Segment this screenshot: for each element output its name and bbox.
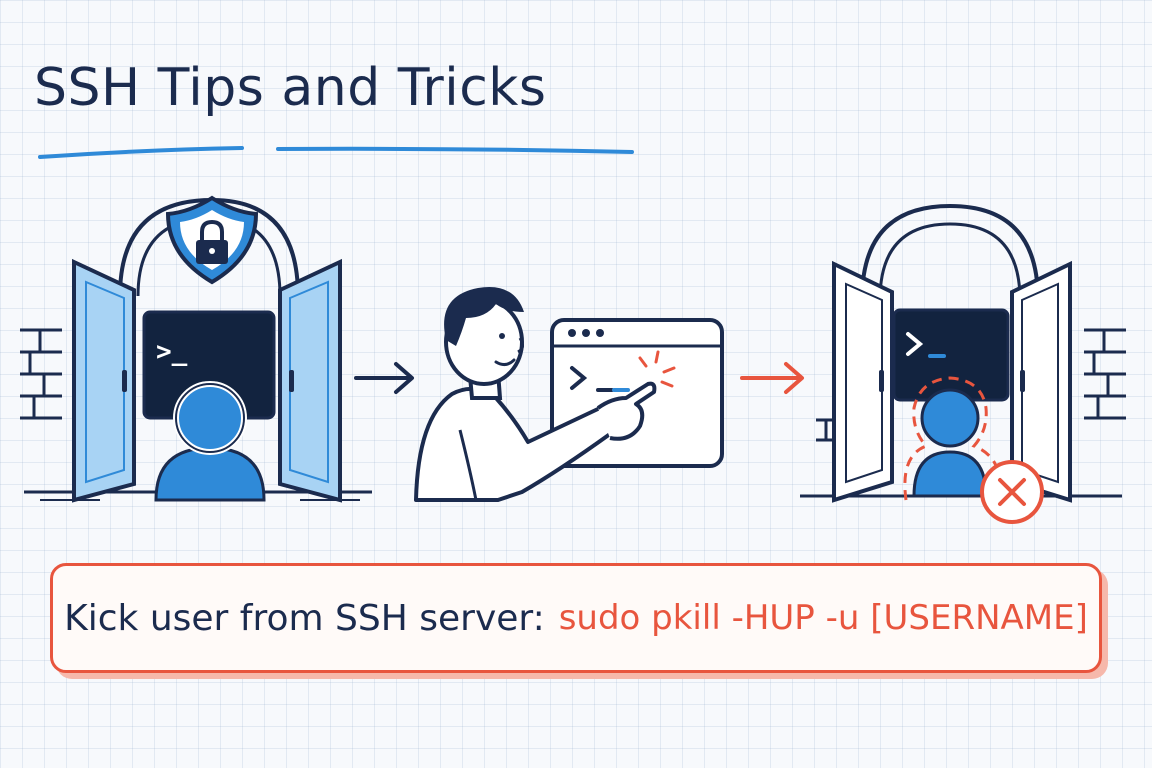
brick-wall-left [20,328,62,420]
page-title: SSH Tips and Tricks [34,58,547,118]
right-door-panel [278,258,342,503]
arrow-right-icon [354,362,414,394]
terminal-icon [892,308,1010,402]
terminal-prompt: >_ [156,337,188,367]
brick-wall-right [816,328,1126,442]
tip-label: Kick user from SSH server: [64,597,545,639]
close-icon [980,460,1044,524]
arrow-right-icon [740,362,804,394]
kicked-user-door [800,203,1126,524]
user-icon [154,381,266,502]
title-underline [38,146,634,159]
admin-at-terminal [414,287,724,502]
secure-ssh-door: >_ [20,195,372,503]
tip-callout: Kick user from SSH server: sudo pkill -H… [50,563,1102,673]
shield-lock-icon [165,195,259,285]
left-door-panel [72,258,136,503]
tip-command: sudo pkill -HUP -u [USERNAME] [558,598,1088,638]
